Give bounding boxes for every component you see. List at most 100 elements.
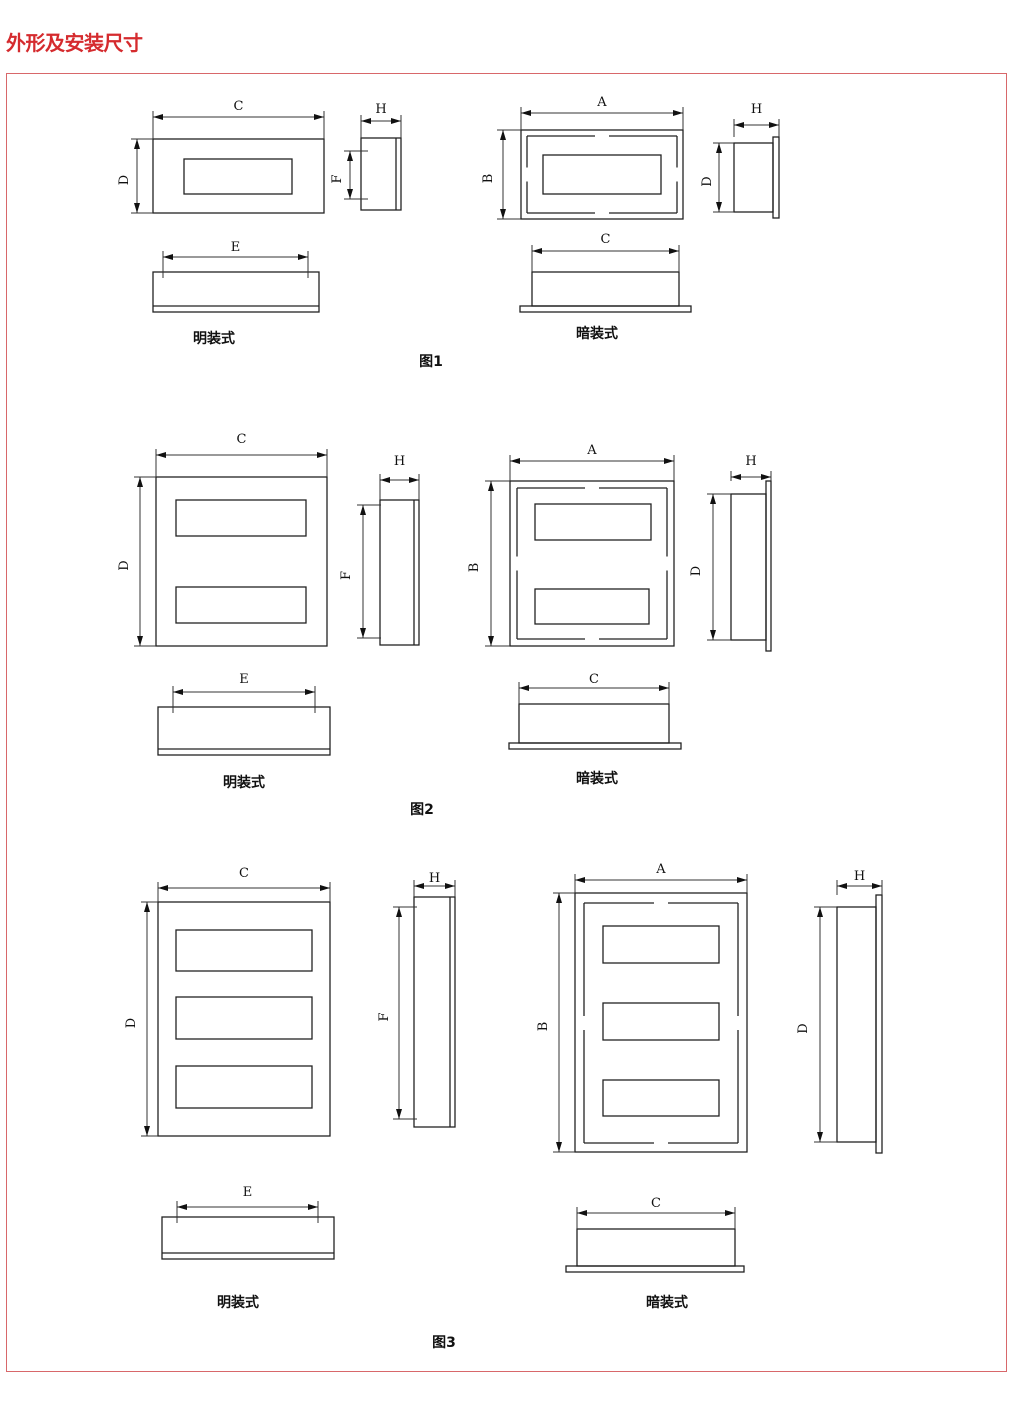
dimension-c-label: C	[239, 866, 249, 881]
dimension-c: C	[576, 1196, 736, 1229]
side-body	[836, 906, 877, 1143]
dimension-b-label: B	[467, 563, 482, 573]
surface-mount-label: 明装式	[217, 1294, 259, 1311]
surface-mount-label: 明装式	[193, 330, 235, 347]
front-panel	[574, 892, 748, 1153]
front-panel	[155, 476, 328, 647]
dimension-e: E	[162, 240, 309, 278]
dimension-f-label: F	[339, 571, 354, 580]
flush-bottom-view: C	[565, 1196, 745, 1273]
dimension-e: E	[172, 672, 316, 713]
dimension-c-label: C	[651, 1196, 661, 1211]
dimension-h-label: H	[745, 454, 756, 469]
dimension-d: D	[689, 493, 731, 641]
dimension-c-label: C	[601, 232, 611, 247]
dimension-e-label: E	[239, 672, 249, 687]
dimension-d-label: D	[796, 1023, 811, 1033]
bottom-body	[576, 1228, 736, 1267]
mounting-flange	[875, 894, 883, 1154]
surface-side-view: HF	[330, 102, 402, 211]
dimension-b-label: B	[536, 1022, 551, 1032]
dimension-e-label: E	[243, 1185, 253, 1200]
flush-side-view: HD	[689, 454, 772, 652]
flush-bottom-view: C	[508, 672, 682, 750]
dimension-c: C	[518, 672, 670, 704]
dimension-b-label: B	[481, 174, 496, 184]
flush-side-view: HD	[700, 102, 780, 219]
surface-mount-label: 明装式	[223, 774, 265, 791]
dimension-d-label: D	[124, 1018, 139, 1028]
dimension-d: D	[117, 476, 156, 647]
bottom-body	[161, 1216, 335, 1260]
dimension-h: H	[836, 869, 883, 895]
flush-mount-label: 暗装式	[646, 1294, 688, 1311]
mounting-flange	[765, 480, 772, 652]
dimension-b: B	[536, 892, 575, 1153]
dimension-a-label: A	[655, 862, 666, 877]
flush-side-view: HD	[796, 869, 883, 1154]
surface-side-view: HF	[339, 454, 420, 646]
dimension-a-label: A	[596, 95, 607, 110]
display-window	[183, 158, 293, 195]
dimension-h: H	[413, 871, 456, 897]
figure-caption: 图3	[432, 1335, 456, 1351]
dimension-a: A	[574, 862, 748, 893]
dimension-e: E	[176, 1185, 319, 1223]
dimension-a: A	[520, 95, 684, 130]
dimension-c: C	[157, 866, 331, 902]
flush-mount-label: 暗装式	[576, 325, 618, 342]
dimension-h: H	[730, 454, 772, 481]
dimension-f-label: F	[377, 1012, 392, 1021]
mounting-flange	[772, 136, 780, 219]
dimension-h-label: H	[751, 102, 762, 117]
dimension-d-label: D	[700, 176, 715, 186]
dimension-h-label: H	[854, 869, 865, 884]
figure-caption: 图2	[410, 802, 434, 818]
dimension-d-label: D	[117, 175, 132, 185]
front-panel	[152, 138, 325, 214]
dimension-d: D	[117, 138, 153, 214]
diagram-frame	[6, 73, 1007, 1372]
display-window	[602, 1002, 720, 1041]
dimension-d-label: D	[689, 566, 704, 576]
front-panel	[520, 129, 684, 220]
flush-front-view: AB	[467, 443, 675, 647]
side-body	[733, 142, 774, 213]
mounting-flange	[565, 1265, 745, 1273]
dimension-h-label: H	[394, 454, 405, 469]
bottom-body	[531, 271, 680, 307]
display-window	[534, 503, 652, 541]
dimension-f: F	[377, 906, 417, 1120]
display-window	[175, 499, 307, 537]
mounting-flange	[519, 305, 692, 313]
dimension-c: C	[155, 432, 328, 477]
dimension-a-label: A	[586, 443, 597, 458]
dimension-f-label: F	[330, 174, 345, 183]
mounting-flange	[508, 742, 682, 750]
bottom-body	[157, 706, 331, 756]
front-panel	[509, 480, 675, 647]
surface-bottom-view: E	[152, 240, 320, 313]
bottom-body	[518, 703, 670, 744]
dimension-c-label: C	[589, 672, 599, 687]
dimension-c-label: C	[234, 99, 244, 114]
dimension-h-label: H	[429, 871, 440, 886]
display-window	[542, 154, 662, 195]
dimension-h: H	[360, 102, 402, 138]
display-window	[175, 1065, 313, 1109]
side-body	[360, 137, 402, 211]
dimension-d: D	[700, 142, 734, 213]
side-body	[730, 493, 767, 641]
dimension-d: D	[796, 906, 837, 1143]
figure-caption: 图1	[419, 354, 443, 370]
surface-side-view: HF	[377, 871, 456, 1128]
surface-front-view: CD	[117, 99, 325, 214]
dimension-c-label: C	[237, 432, 247, 447]
display-window	[534, 588, 650, 625]
